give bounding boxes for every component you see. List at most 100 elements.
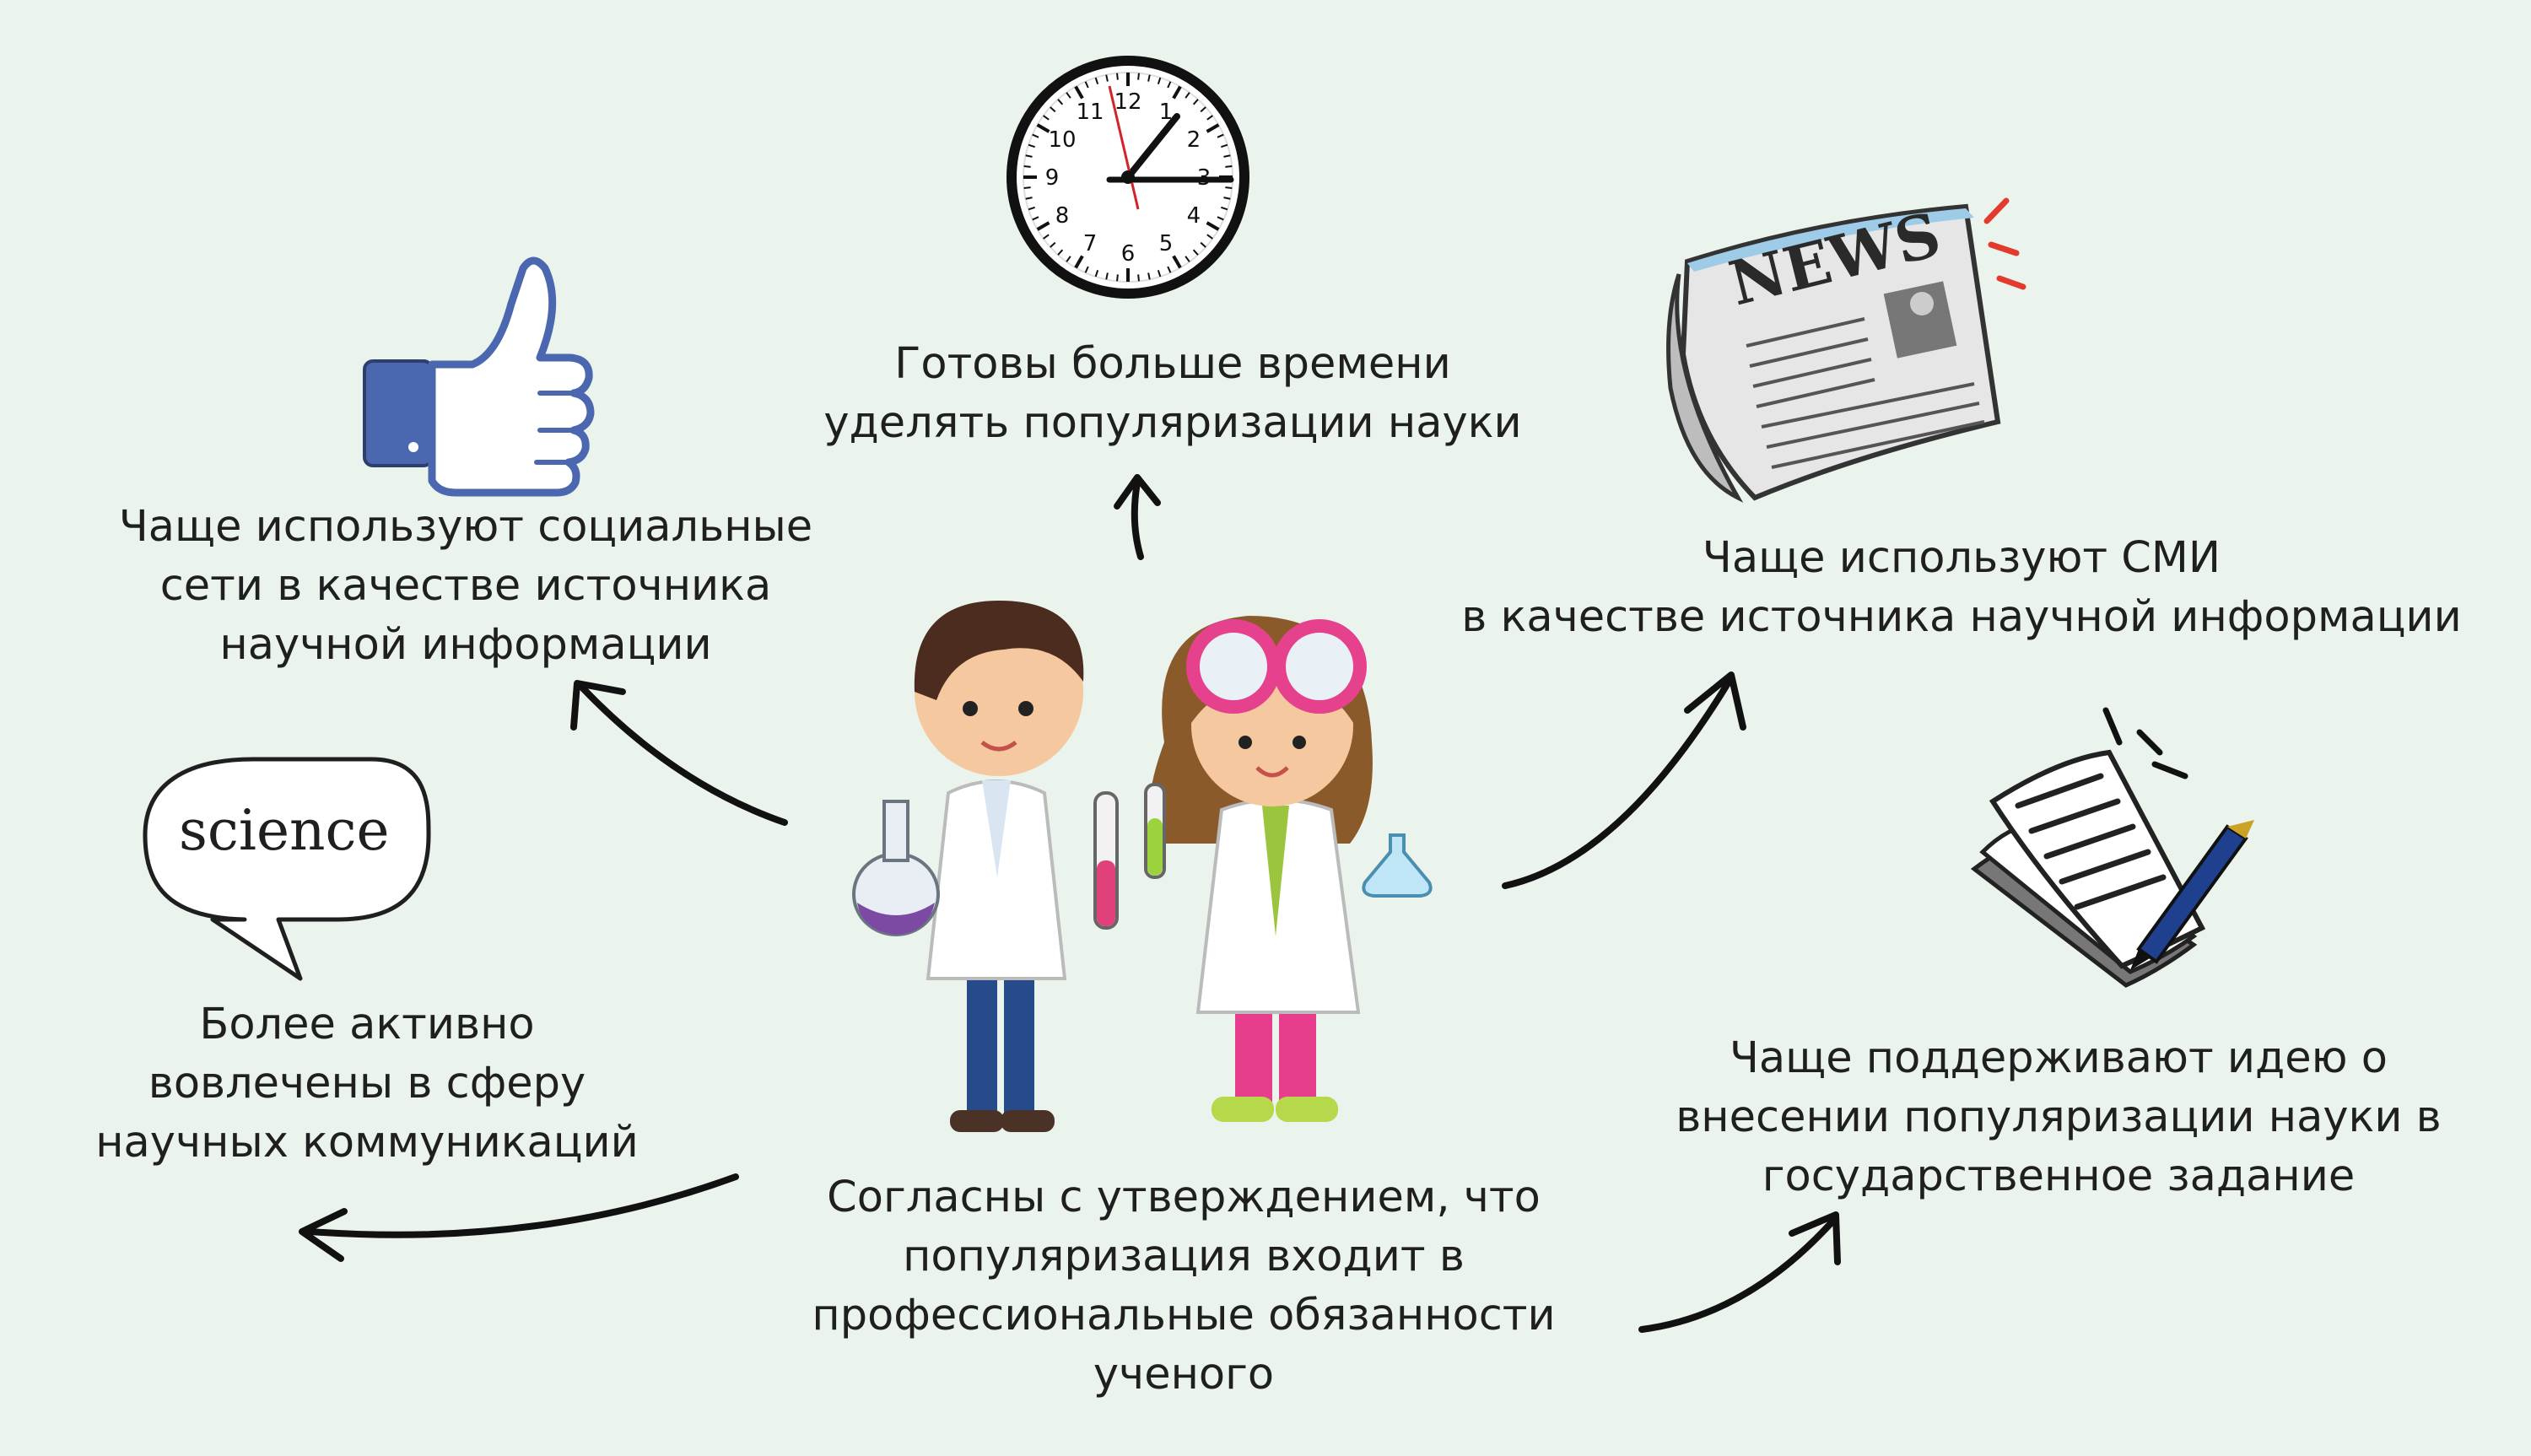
statement-social-line-3: научной информации [219,620,712,670]
clock-tick [1200,106,1206,113]
statement-media-line-1: Чаще используют СМИ [1702,533,2221,583]
clock-tick [1137,73,1140,80]
clock-tick [1066,256,1071,262]
clock-tick [1206,234,1213,240]
notepad-pen-icon [1970,707,2254,988]
arrow-to-time [1114,474,1161,560]
arrow-to-state-task [1638,1211,1841,1333]
scientists-illustration [852,601,1433,1132]
clock-tick [1200,241,1206,248]
statement-duty-line-4: ученого [1093,1350,1275,1399]
clock-tick [1066,92,1071,99]
clock-icon: 121234567891011 [1006,56,1249,299]
clock-tick [1094,270,1099,278]
statement-state-task-line-2: внесении популяризации науки в [1676,1092,2442,1142]
clock-tick [1147,272,1151,280]
statement-state-task-line-3: государственное задание [1762,1151,2356,1201]
clock-tick [1217,216,1224,221]
clock-tick [1036,123,1050,133]
statement-duty-line-3: профессиональные обязанности [812,1291,1556,1340]
clock-tick [1028,206,1035,211]
statement-communication-line-1: Более активно [199,1000,535,1049]
clock-tick [1074,255,1084,269]
clock-tick [1172,85,1182,100]
clock-tick [1116,73,1119,80]
clock-tick [1221,143,1228,148]
clock-tick [1028,143,1035,148]
statement-time: Готовы больше времени уделять популяриза… [823,335,1521,453]
clock-tick [1023,165,1031,168]
boy-scientist [852,601,1119,1132]
newspaper-icon: NEWS [1666,197,2026,503]
statement-time-line-1: Готовы больше времени [894,339,1451,389]
clock-tick [1167,266,1172,273]
clock-tick [1147,74,1151,82]
clock-tick [1036,221,1050,231]
clock-numeral: 5 [1159,231,1174,256]
clock-tick [1185,256,1190,262]
clock-numeral: 2 [1187,127,1201,153]
clock-tick [1050,106,1056,113]
clock-tick [1206,221,1220,231]
clock-numeral: 11 [1076,100,1104,125]
clock-tick [1223,154,1231,158]
arrow-to-media [1502,671,1746,889]
speech-bubble-word: science [179,798,390,863]
clock-numeral: 6 [1121,241,1136,267]
statement-media-line-2: в качестве источника научной информации [1461,592,2462,642]
clock-tick [1185,92,1190,99]
clock-tick [1025,197,1033,200]
statement-social: Чаще используют социальные сети в качест… [119,498,812,675]
arrows [299,474,1841,1333]
statement-state-task: Чаще поддерживают идею о внесении популя… [1676,1029,2442,1206]
statement-time-line-2: уделять популяризации науки [823,398,1522,448]
clock-tick [1157,270,1162,278]
clock-tick [1192,99,1199,105]
clock-tick [1137,274,1140,282]
clock-tick [1167,81,1172,89]
clock-tick [1032,133,1039,138]
clock-tick [1094,77,1099,84]
clock-tick [1206,123,1220,133]
clock-numeral: 4 [1187,203,1201,229]
statement-communication-line-2: вовлечены в сферу [148,1059,586,1108]
statement-social-line-2: сети в качестве источника [159,561,772,611]
statement-duty-line-2: популяризация входит в [903,1232,1465,1281]
arrow-to-communication [299,1173,739,1262]
clock-tick [1206,115,1213,121]
clock-numeral: 8 [1055,203,1070,229]
clock-tick [1223,197,1231,200]
statement-social-line-1: Чаще используют социальные [118,502,813,552]
statement-state-task-line-1: Чаще поддерживают идею о [1729,1033,2388,1083]
clock-numeral: 9 [1045,165,1060,191]
clock-tick [1057,99,1064,105]
clock-tick [1023,186,1031,189]
clock-tick [1192,249,1199,256]
clock-tick [1157,77,1162,84]
clock-tick [1221,206,1228,211]
clock-tick [1225,165,1233,168]
statement-communication-line-3: научных коммуникаций [95,1118,639,1167]
clock-tick [1025,154,1033,158]
statement-media: Чаще используют СМИ в качестве источника… [1461,529,2461,647]
clock-tick [1074,85,1084,100]
clock-tick [1116,274,1119,282]
clock-tick [1084,81,1089,89]
clock-tick [1043,234,1050,240]
girl-scientist [1144,616,1433,1122]
clock-tick [1050,241,1056,248]
clock-numeral: 7 [1083,231,1098,256]
arrow-to-social [570,680,788,826]
clock-tick [1032,216,1039,221]
clock-tick [1217,133,1224,138]
statement-duty: Согласны с утверждением, что популяризац… [812,1168,1555,1405]
clock-numeral: 10 [1049,127,1077,153]
clock-numeral: 12 [1114,89,1141,115]
clock-tick [1043,115,1050,121]
statement-communication: Более активно вовлечены в сферу научных … [95,995,639,1173]
clock-tick [1105,272,1109,280]
thumbs-up-icon [363,256,595,497]
statement-duty-line-1: Согласны с утверждением, что [827,1173,1541,1222]
